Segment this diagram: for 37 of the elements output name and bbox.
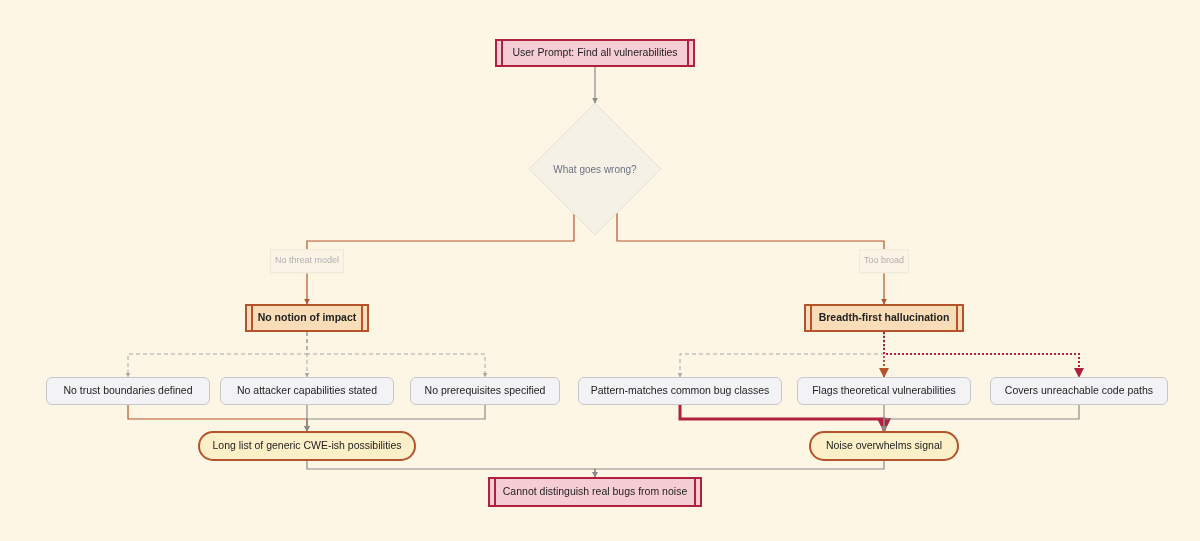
process-box: [990, 377, 1168, 405]
node-text: Flags theoretical vulnerabilities: [812, 383, 956, 399]
node-text: Pattern-matches common bug classes: [590, 383, 770, 399]
edge-label: No threat model: [270, 249, 344, 273]
subroutine-box: [804, 304, 964, 332]
arrow: [304, 404, 486, 432]
arrow: [678, 405, 892, 433]
node-text: Cannot distinguish real bugs from noise: [502, 484, 688, 500]
node-text: No attacker capabilities stated: [236, 383, 378, 399]
process-box: [220, 377, 394, 405]
arrow: [592, 66, 598, 104]
arrow: [616, 212, 887, 305]
subroutine-box: [495, 39, 695, 67]
process-box: [578, 377, 782, 405]
subroutine-box: [488, 477, 702, 507]
terminal-box: [809, 431, 959, 461]
arrow: [304, 213, 575, 305]
node-text: Breadth-first hallucination: [818, 310, 950, 326]
process-box: [797, 377, 971, 405]
process-box: [46, 377, 210, 405]
arrow: [592, 460, 885, 478]
arrow: [306, 331, 488, 378]
node-text: No trust boundaries defined: [63, 383, 193, 399]
arrow: [881, 404, 1080, 432]
node-text: No notion of impact: [257, 310, 357, 326]
node-text: Long list of generic CWE-ish possibilities: [212, 438, 402, 454]
node-text: Covers unreachable code paths: [1004, 383, 1154, 399]
arrow: [677, 331, 885, 378]
node-text: User Prompt: Find all vulnerabilities: [512, 45, 678, 61]
edge-label: Too broad: [859, 249, 909, 273]
process-box: [410, 377, 560, 405]
arrow: [883, 331, 1084, 378]
terminal-box: [198, 431, 416, 461]
node-text: No prerequisites specified: [424, 383, 546, 399]
subroutine-box: [245, 304, 369, 332]
decision-text: What goes wrong?: [553, 162, 637, 177]
node-text: Noise overwhelms signal: [825, 438, 943, 454]
